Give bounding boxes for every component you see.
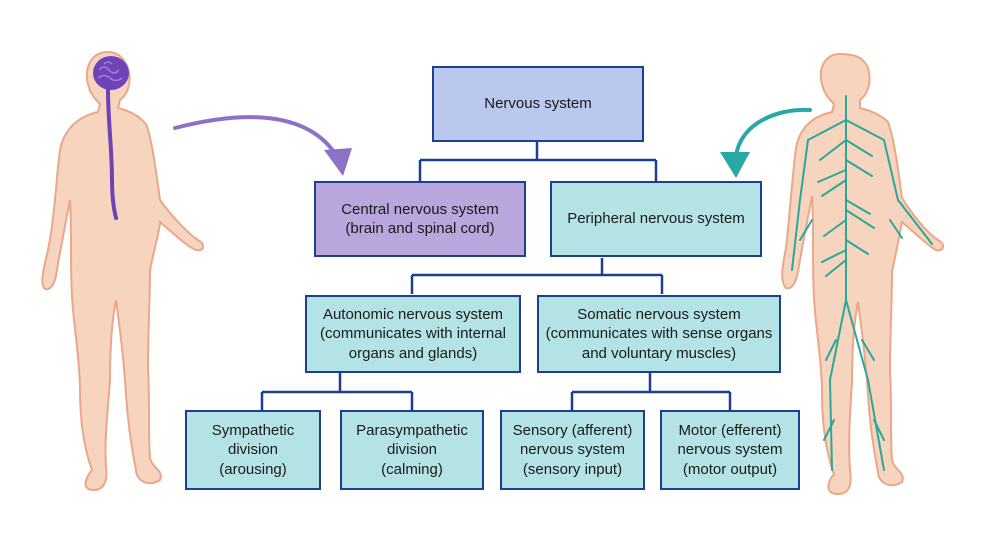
parasympathetic-line-3: (calming): [381, 460, 443, 478]
somatic-nervous-system-box: Somatic nervous system (communicates wit…: [537, 295, 781, 373]
autonomic-line-1: Autonomic nervous system: [322, 305, 504, 323]
pns-arrow: [720, 107, 812, 178]
sympathetic-line-1: Sympathetic: [211, 421, 295, 439]
sensory-line-2: nervous system: [519, 441, 626, 459]
human-body-pns-icon: [781, 52, 944, 496]
motor-nervous-system-box: Motor (efferent) nervous system (motor o…: [660, 410, 800, 490]
sensory-nervous-system-box: Sensory (afferent) nervous system (senso…: [500, 410, 645, 490]
somatic-line-2: (communicates with sense organs: [545, 325, 773, 343]
sensory-line-3: (sensory input): [522, 460, 623, 478]
connector-root: [418, 142, 658, 182]
cns-line-1: Central nervous system: [341, 200, 499, 218]
somatic-line-1: Somatic nervous system: [577, 305, 741, 323]
cns-arrow: [173, 115, 352, 176]
sympathetic-line-3: (arousing): [219, 460, 287, 478]
peripheral-nervous-system-box: Peripheral nervous system: [550, 181, 762, 257]
autonomic-nervous-system-box: Autonomic nervous system (communicates w…: [305, 295, 521, 373]
connector-autonomic: [260, 372, 414, 411]
sympathetic-line-2: division: [227, 441, 279, 459]
parasympathetic-line-2: division: [386, 441, 438, 459]
nervous-system-box: Nervous system: [432, 66, 644, 142]
pns-label: Peripheral nervous system: [567, 210, 745, 228]
autonomic-line-3: organs and glands): [348, 344, 478, 362]
sensory-line-1: Sensory (afferent): [512, 421, 633, 439]
parasympathetic-division-box: Parasympathetic division (calming): [340, 410, 484, 490]
sympathetic-division-box: Sympathetic division (arousing): [185, 410, 321, 490]
motor-line-2: nervous system: [677, 441, 783, 459]
motor-line-1: Motor (efferent): [678, 421, 782, 439]
somatic-line-3: and voluntary muscles): [581, 344, 737, 362]
parasympathetic-line-1: Parasympathetic: [356, 421, 468, 439]
connector-somatic: [570, 372, 732, 411]
cns-line-2: (brain and spinal cord): [345, 220, 495, 237]
nervous-system-label: Nervous system: [484, 95, 592, 113]
connector-lines: [260, 142, 732, 411]
motor-line-3: (motor output): [682, 460, 778, 478]
human-body-cns-icon: [41, 50, 204, 492]
central-nervous-system-box: Central nervous system (brain and spinal…: [314, 181, 526, 257]
autonomic-line-2: (communicates with internal: [320, 325, 506, 343]
connector-pns: [410, 258, 664, 294]
